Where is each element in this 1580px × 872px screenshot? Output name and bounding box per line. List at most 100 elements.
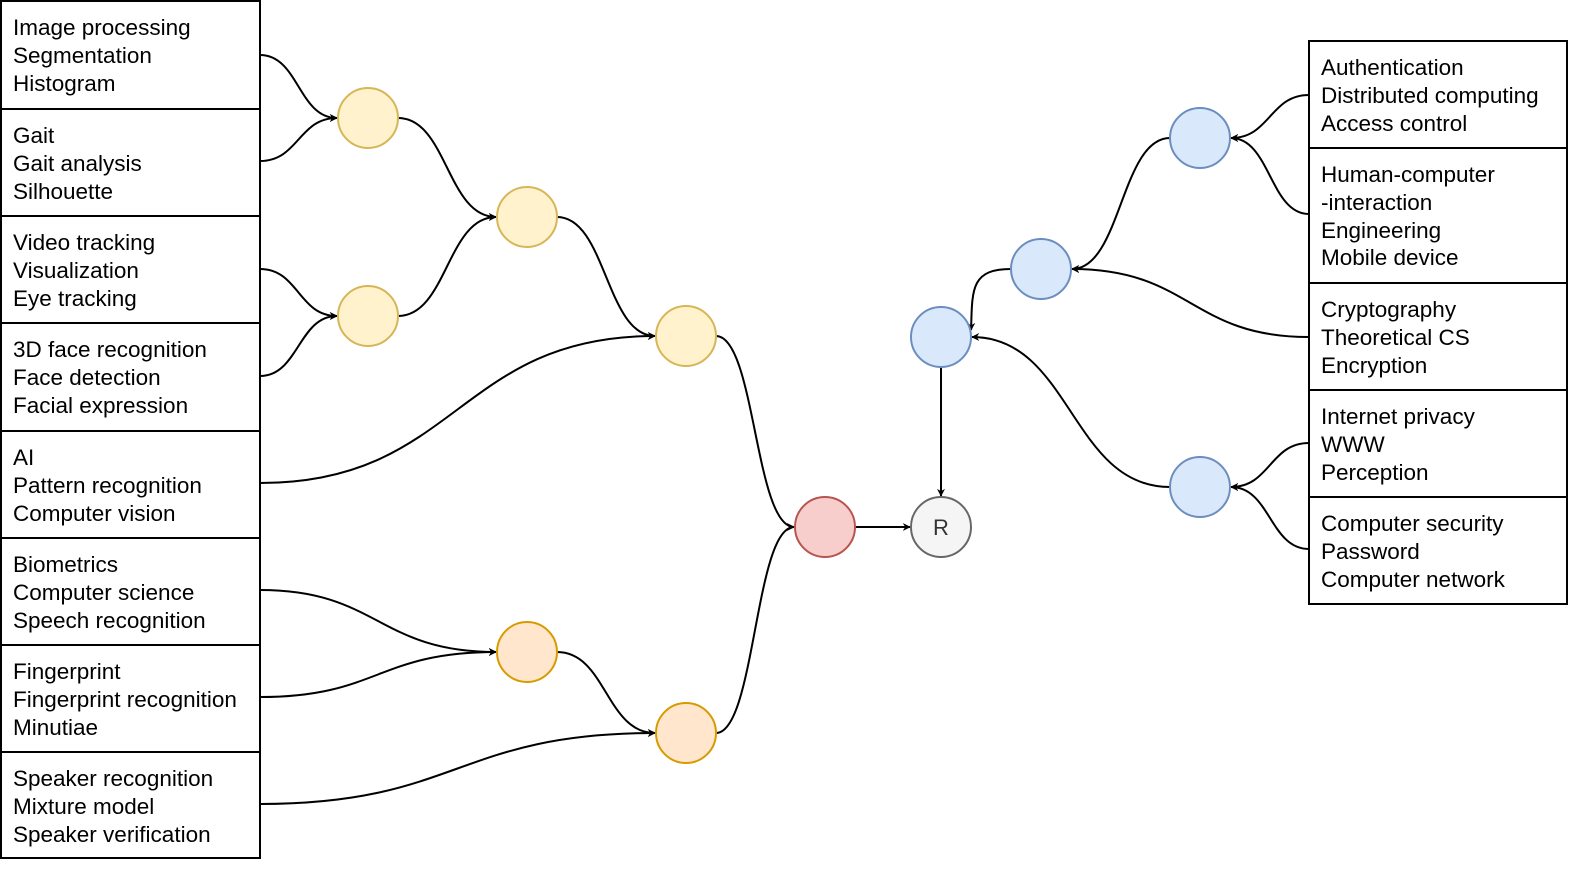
keyword-label: Distributed computing	[1321, 82, 1539, 108]
edge-b1-to-b2	[1071, 137, 1171, 273]
keyword-label: Pattern recognition	[13, 472, 202, 498]
keyword-label: Minutiae	[13, 714, 99, 740]
keyword-label: Computer science	[13, 579, 195, 605]
node-blue-b2[interactable]	[1010, 238, 1072, 300]
node-circle	[655, 305, 717, 367]
edge-r5-to-b4	[1230, 483, 1310, 550]
keyword-label: WWW	[1321, 431, 1385, 457]
node-blue-b3[interactable]	[910, 306, 972, 368]
keyword-label: Speaker verification	[13, 821, 211, 847]
node-circle	[1010, 238, 1072, 300]
edge-o2-to-red	[715, 523, 795, 734]
node-circle	[337, 87, 399, 149]
keyword-label: Internet privacy	[1321, 404, 1475, 429]
node-circle	[910, 306, 972, 368]
edge-o1-to-o2	[556, 651, 656, 737]
node-circle	[794, 496, 856, 558]
edge-y4-to-red	[715, 335, 795, 531]
keyword-label: Computer vision	[13, 500, 176, 526]
keyword-label: 3D face recognition	[13, 337, 207, 362]
keyword-label: Mixture model	[13, 793, 155, 819]
keyword-label: AI	[13, 445, 35, 470]
edge-r2-to-b1	[1230, 134, 1310, 215]
node-yellow-y1[interactable]	[337, 87, 399, 149]
keyword-label: Eye tracking	[13, 285, 137, 311]
keyword-label: Encryption	[1321, 352, 1428, 378]
node-circle	[496, 186, 558, 248]
node-yellow-y4[interactable]	[655, 305, 717, 367]
keyword-label: Video tracking	[13, 230, 156, 255]
edge-y3-to-y4	[556, 216, 656, 340]
edge-l3-to-y2	[259, 268, 338, 320]
node-orange-o2[interactable]	[655, 702, 717, 764]
keyword-label: Gait analysis	[13, 150, 142, 176]
keyword-label: Gait	[13, 123, 55, 148]
keyword-label: Theoretical CS	[1321, 324, 1470, 350]
node-yellow-y2[interactable]	[337, 285, 399, 347]
keyword-label: Cryptography	[1321, 297, 1457, 322]
edge-l8-to-o2	[259, 729, 656, 805]
edge-r4-to-b4	[1230, 442, 1310, 491]
keyword-label: Face detection	[13, 364, 161, 390]
node-orange-o1[interactable]	[496, 621, 558, 683]
keyword-label: Access control	[1321, 110, 1468, 136]
node-circle	[910, 496, 972, 558]
edge-l5-to-y4	[259, 332, 656, 484]
edge-l7-to-o1	[259, 648, 497, 698]
keyword-label: Perception	[1321, 459, 1429, 485]
keyword-label: Authentication	[1321, 55, 1464, 80]
keyword-label: Visualization	[13, 257, 139, 283]
node-circle	[496, 621, 558, 683]
keyword-label: Computer network	[1321, 566, 1505, 592]
keyword-label: Computer security	[1321, 511, 1504, 536]
keyword-label: Fingerprint	[13, 659, 121, 684]
keyword-label: Speaker recognition	[13, 766, 214, 791]
edge-y1-to-y3	[397, 117, 497, 221]
keyword-label: Segmentation	[13, 42, 152, 68]
edge-l2-to-y1	[259, 114, 338, 162]
keyword-label: -interaction	[1321, 189, 1433, 215]
keyword-label: Biometrics	[13, 552, 119, 577]
node-blue-b4[interactable]	[1169, 456, 1231, 518]
keyword-label: Facial expression	[13, 392, 189, 418]
keyword-label: Histogram	[13, 70, 116, 96]
edge-b2-to-b3	[967, 268, 1012, 331]
keyword-label: Image processing	[13, 15, 191, 40]
node-label: R	[933, 515, 949, 540]
edge-r1-to-b1	[1230, 94, 1310, 142]
node-gray-root[interactable]: R	[910, 496, 972, 558]
edge-l6-to-o1	[259, 589, 497, 656]
node-circle	[1169, 107, 1231, 169]
edge-l4-to-y2	[259, 312, 338, 377]
edge-l1-to-y1	[259, 54, 338, 122]
node-circle	[655, 702, 717, 764]
keyword-label: Speech recognition	[13, 607, 206, 633]
edge-y2-to-y3	[397, 213, 497, 317]
keyword-label: Human-computer	[1321, 162, 1495, 187]
keyword-label: Password	[1321, 538, 1420, 564]
node-blue-b1[interactable]	[1169, 107, 1231, 169]
node-red-red[interactable]	[794, 496, 856, 558]
node-circle	[1169, 456, 1231, 518]
keyword-label: Fingerprint recognition	[13, 686, 237, 712]
edge-r3-to-b2	[1071, 265, 1310, 338]
edge-b4-to-b3	[971, 333, 1171, 488]
keyword-label: Engineering	[1321, 217, 1442, 243]
node-yellow-y3[interactable]	[496, 186, 558, 248]
